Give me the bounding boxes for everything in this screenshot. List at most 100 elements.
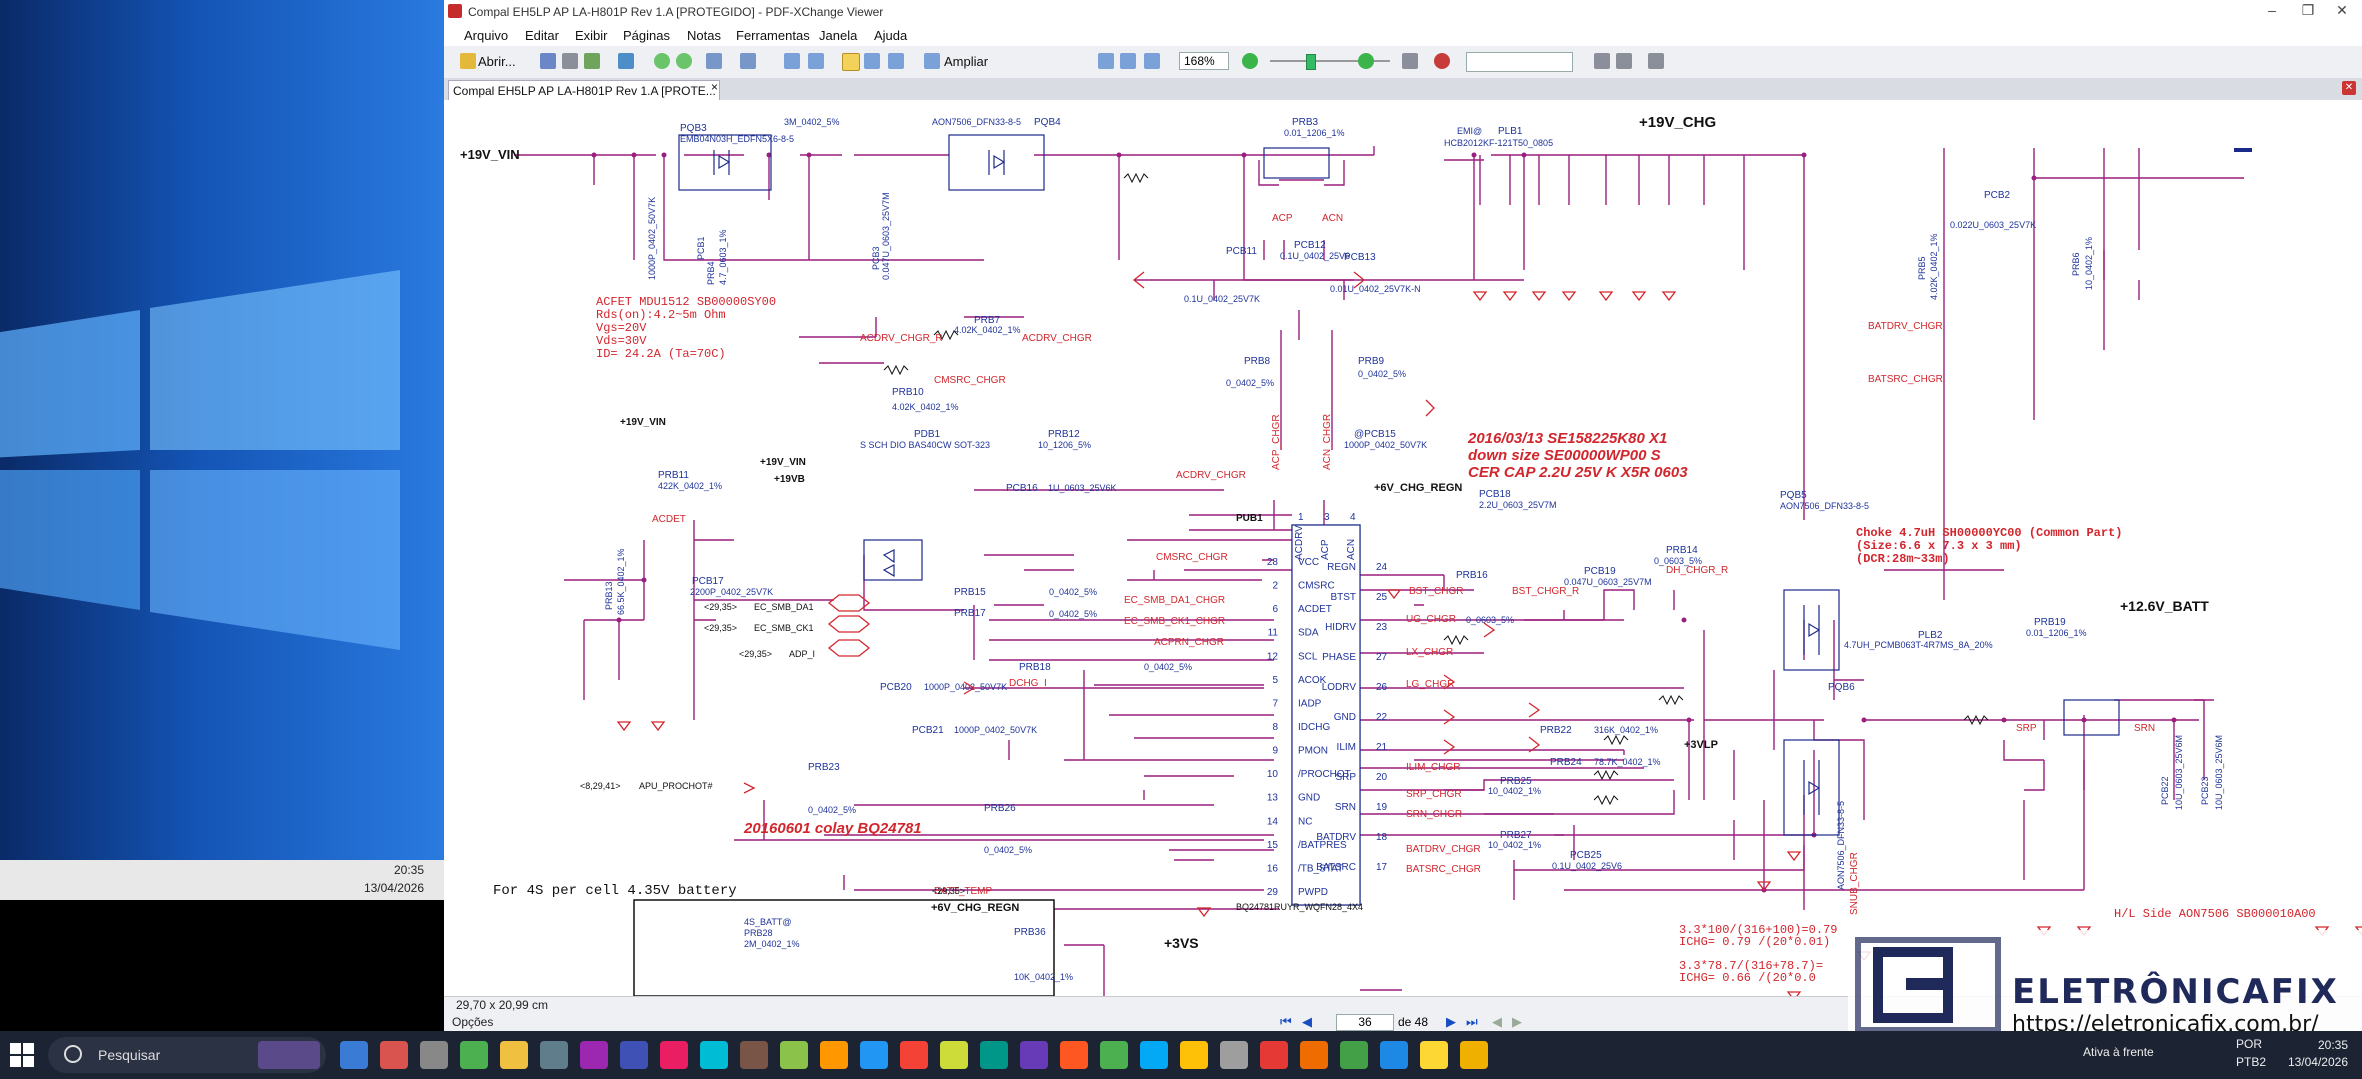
document-tab[interactable]: Compal EH5LP AP LA-H801P Rev 1.A [PROTE.…: [448, 80, 720, 101]
fit-width-icon[interactable]: [1144, 53, 1160, 69]
app-icon-25[interactable]: [1340, 1041, 1368, 1069]
menu-editar[interactable]: Editar: [525, 28, 559, 43]
prb15-ref: PRB15: [954, 587, 986, 598]
rail-12v6-batt: +12.6V_BATT: [2120, 598, 2209, 614]
taskbar-clock[interactable]: 20:35 13/04/2026: [2288, 1037, 2348, 1071]
app-icon-14[interactable]: [900, 1041, 928, 1069]
app-icon-23[interactable]: [1260, 1041, 1288, 1069]
zoom-in-icon[interactable]: [1358, 53, 1374, 69]
close-document-icon[interactable]: ✕: [2342, 81, 2356, 95]
app-icon-20[interactable]: [1140, 1041, 1168, 1069]
app-icon-26[interactable]: [1380, 1041, 1408, 1069]
app-icon-13[interactable]: [860, 1041, 888, 1069]
options-button[interactable]: Opções: [452, 1015, 494, 1029]
file-explorer-icon[interactable]: [1460, 1041, 1488, 1069]
zoom-slider-knob[interactable]: [1306, 54, 1316, 70]
pqb6-part: AON7506_DFN33-8-5: [1836, 801, 1846, 890]
pages-icon[interactable]: [784, 53, 800, 69]
rotate-icon[interactable]: [808, 53, 824, 69]
app-icon-16[interactable]: [980, 1041, 1008, 1069]
menu-ferramentas[interactable]: Ferramentas: [736, 28, 810, 43]
app-icon-7[interactable]: [620, 1041, 648, 1069]
email-icon[interactable]: [618, 53, 634, 69]
zoom-level-field[interactable]: 168%: [1179, 52, 1229, 70]
menu-arquivo[interactable]: Arquivo: [464, 28, 509, 43]
minimize-button[interactable]: –: [2268, 2, 2276, 18]
app-icon-27[interactable]: [1420, 1041, 1448, 1069]
tray-language[interactable]: POR: [2236, 1037, 2263, 1051]
app-icon-15[interactable]: [940, 1041, 968, 1069]
app-icon-9[interactable]: [700, 1041, 728, 1069]
open-folder-icon[interactable]: [460, 53, 476, 69]
open-button[interactable]: Abrir...: [478, 54, 516, 69]
save-icon[interactable]: [540, 53, 556, 69]
r3m-text: 3M_0402_5%: [784, 117, 840, 127]
app-icon-10[interactable]: [740, 1041, 768, 1069]
page-number-input[interactable]: 36: [1336, 1014, 1394, 1031]
forward-icon[interactable]: [676, 53, 692, 69]
find-next-icon[interactable]: [1616, 53, 1632, 69]
zoom-slider[interactable]: [1270, 60, 1390, 62]
undo-icon[interactable]: [706, 53, 722, 69]
prb23-part: 0_0402_5%: [808, 805, 856, 815]
app-icon-1[interactable]: [380, 1041, 408, 1069]
close-window-button[interactable]: ✕: [2336, 2, 2348, 18]
app-icon-8[interactable]: [660, 1041, 688, 1069]
redo-icon[interactable]: [740, 53, 756, 69]
app-icon-12[interactable]: [820, 1041, 848, 1069]
menu-ajuda[interactable]: Ajuda: [874, 28, 908, 43]
previous-page-icon[interactable]: ◀: [1302, 1014, 1312, 1029]
app-icon-3[interactable]: [460, 1041, 488, 1069]
snapshot-icon[interactable]: [888, 53, 904, 69]
prb17-part: 0_0402_5%: [1049, 609, 1097, 619]
maximize-button[interactable]: ❐: [2301, 2, 2315, 18]
note-red-3: CER CAP 2.2U 25V K X5R 0603: [1468, 464, 1688, 481]
app-icon-2[interactable]: [420, 1041, 448, 1069]
find-icon[interactable]: [1594, 53, 1610, 69]
app-icon-5[interactable]: [540, 1041, 568, 1069]
app-icon-19[interactable]: [1100, 1041, 1128, 1069]
windows-start-icon[interactable]: [8, 1041, 36, 1069]
app-icon-6[interactable]: [580, 1041, 608, 1069]
scan-icon[interactable]: [584, 53, 600, 69]
next-page-icon[interactable]: ▶: [1446, 1014, 1456, 1029]
prb25-part: 10_0402_1%: [1488, 786, 1541, 796]
app-icon-18[interactable]: [1060, 1041, 1088, 1069]
ref-2935-c: <29,35>: [739, 649, 772, 659]
menu-notas[interactable]: Notas: [687, 28, 721, 43]
app-icon-17[interactable]: [1020, 1041, 1048, 1069]
zoom-icon[interactable]: [924, 53, 940, 69]
back-icon[interactable]: [654, 53, 670, 69]
search-highlight-icon[interactable]: [258, 1041, 320, 1069]
zoom-in-button[interactable]: Ampliar: [944, 54, 989, 69]
tools-icon[interactable]: [1648, 53, 1664, 69]
app-icon-4[interactable]: [500, 1041, 528, 1069]
pcb13-part: 0.01U_0402_25V7K-N: [1330, 284, 1421, 294]
close-tab-x[interactable]: ×: [711, 80, 719, 94]
actual-size-icon[interactable]: [1098, 53, 1114, 69]
print-icon[interactable]: [562, 53, 578, 69]
select-text-icon[interactable]: [864, 53, 880, 69]
pqb3-ref: PQB3: [680, 123, 707, 134]
menu-paginas[interactable]: Páginas: [623, 28, 670, 43]
menu-exibir[interactable]: Exibir: [575, 28, 608, 43]
hand-tool-icon[interactable]: [842, 53, 860, 71]
app-icon-22[interactable]: [1220, 1041, 1248, 1069]
fit-page-icon[interactable]: [1120, 53, 1136, 69]
menu-janela[interactable]: Janela: [819, 28, 858, 43]
tray-notification-text[interactable]: Ativa à frente: [2083, 1045, 2154, 1059]
taskview-icon[interactable]: [340, 1041, 368, 1069]
find-input[interactable]: [1466, 52, 1573, 72]
history-forward-icon[interactable]: ▶: [1512, 1014, 1522, 1029]
app-icon-11[interactable]: [780, 1041, 808, 1069]
zoom-out-icon[interactable]: [1242, 53, 1258, 69]
document-view[interactable]: PQB3 EMB04N03H_EDFN5X6-8-5 PQB4 AON7506_…: [444, 100, 2362, 996]
link-icon[interactable]: [1402, 53, 1418, 69]
first-page-icon[interactable]: ⏮: [1280, 1014, 1292, 1029]
history-back-icon[interactable]: ◀: [1492, 1014, 1502, 1029]
last-page-icon[interactable]: ⏭: [1466, 1014, 1478, 1029]
stamp-icon[interactable]: [1434, 53, 1450, 69]
app-icon-24[interactable]: [1300, 1041, 1328, 1069]
app-icon-21[interactable]: [1180, 1041, 1208, 1069]
tray-keyboard[interactable]: PTB2: [2236, 1055, 2267, 1069]
